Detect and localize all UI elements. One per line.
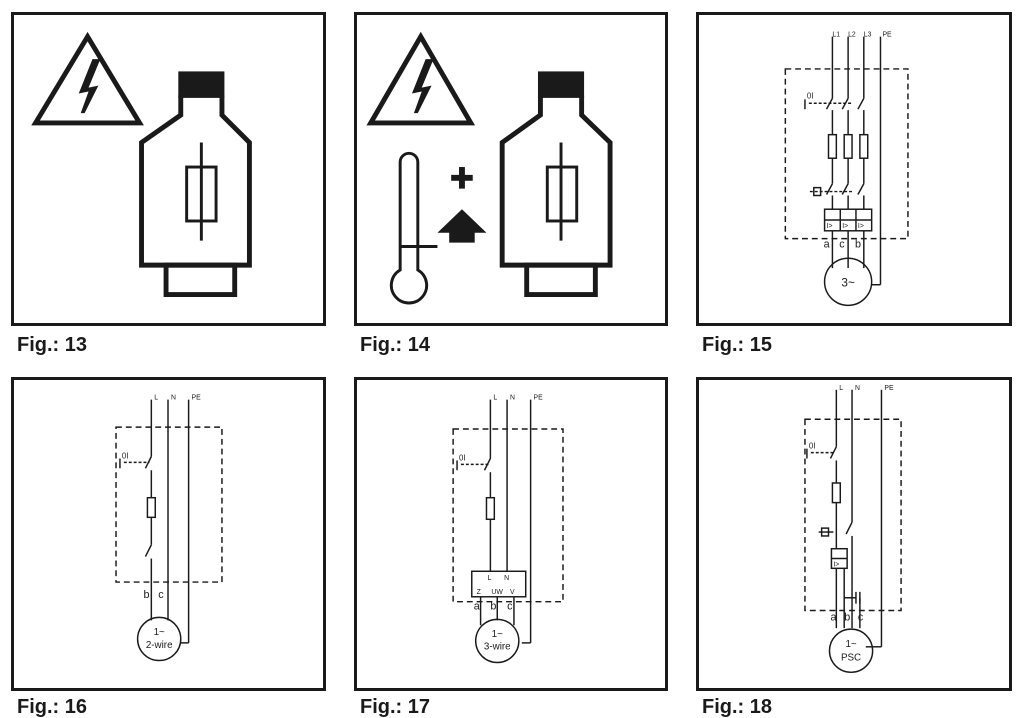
overload-label: I>: [858, 223, 864, 230]
terminal-label: b: [490, 601, 496, 613]
overload-label: I>: [842, 223, 848, 230]
line-label: L: [154, 395, 158, 402]
motor-label: 1~: [492, 629, 503, 640]
motor-label: 3-wire: [484, 642, 511, 653]
switch-label: 0I: [122, 451, 129, 460]
terminal-label: a: [824, 238, 830, 250]
figure-caption: Fig.: 14: [360, 334, 431, 356]
terminal-box-label: N: [504, 575, 509, 582]
motor-label: 1~: [154, 627, 165, 638]
terminal-box: [471, 570, 527, 598]
motor-circle: [136, 616, 182, 662]
high-voltage-warning-icon: [366, 31, 476, 126]
terminal-label: b: [844, 611, 850, 623]
motor-circle: [828, 628, 874, 674]
figure-caption: Fig.: 15: [702, 334, 773, 356]
control-box-outline: [115, 426, 223, 583]
motor-label: 2-wire: [146, 640, 173, 651]
overload-label: I>: [827, 223, 833, 230]
figure-16-panel: L N PE 0I b c 1~ 2-wire: [11, 377, 326, 691]
terminal-label: c: [858, 611, 864, 623]
plus-icon: [451, 167, 473, 189]
motor-housing-icon: [499, 71, 613, 298]
terminal-box-label: Z: [477, 589, 481, 596]
line-label: PE: [882, 32, 892, 39]
figure-caption: Fig.: 16: [17, 696, 88, 718]
figure-caption: Fig.: 17: [360, 696, 431, 718]
line-label: N: [855, 385, 860, 392]
terminal-label: c: [839, 238, 845, 250]
switch-label: 0I: [459, 453, 466, 462]
line-label: L2: [848, 32, 856, 39]
figure-17-panel: L N PE 0I L N Z UW V a b c 1~ 3-wire: [354, 377, 668, 691]
figure-15-panel: L1 L2 L3 PE 0I I> I> I> a c b 3~: [696, 12, 1012, 326]
terminal-box-label: L: [487, 575, 491, 582]
figure-18-panel: L N PE 0I I> a b c 1~ PSC: [696, 377, 1012, 691]
three-phase-wiring-diagram: L1 L2 L3 PE 0I I> I> I> a c b 3~: [784, 32, 909, 307]
temperature-warning-diagram: [366, 31, 613, 305]
line-label: N: [510, 395, 515, 402]
switch-label: 0I: [807, 91, 814, 100]
figure-13-panel: [11, 12, 326, 326]
line-label: L: [493, 395, 497, 402]
figure-caption: Fig.: 13: [17, 334, 88, 356]
motor-label: 3~: [841, 277, 855, 290]
line-label: N: [171, 395, 176, 402]
terminal-label: a: [474, 601, 480, 613]
arrow-up-icon: [437, 209, 487, 243]
switch-label: 0I: [809, 442, 816, 451]
terminal-label: c: [507, 601, 513, 613]
figure-caption: Fig.: 18: [702, 696, 773, 718]
line-label: PE: [192, 395, 202, 402]
motor-housing-icon: [139, 71, 252, 298]
terminal-label: b: [855, 238, 861, 250]
single-phase-3-wire-diagram: L N PE 0I L N Z UW V a b c 1~ 3-wire: [452, 395, 564, 664]
terminal-box-label: UW: [491, 589, 503, 596]
overload-label: I>: [833, 561, 839, 568]
line-label: L3: [864, 32, 872, 39]
warning-pump-diagram: [31, 31, 252, 298]
single-phase-2-wire-diagram: L N PE 0I b c 1~ 2-wire: [115, 395, 223, 662]
terminal-label: b: [143, 589, 149, 601]
single-phase-psc-diagram: L N PE 0I I> a b c 1~ PSC: [804, 385, 902, 674]
line-label: L1: [832, 32, 840, 39]
line-label: PE: [884, 385, 894, 392]
terminal-label: a: [830, 611, 836, 623]
terminal-label: c: [158, 589, 164, 601]
line-label: PE: [534, 395, 544, 402]
control-box-outline: [804, 418, 902, 612]
terminal-box-label: V: [510, 589, 515, 596]
motor-circle: [474, 618, 520, 664]
figure-14-panel: [354, 12, 668, 326]
motor-label: 1~: [845, 639, 856, 650]
motor-label: PSC: [841, 653, 861, 664]
line-label: L: [839, 385, 843, 392]
control-box-outline: [784, 68, 909, 240]
motor-circle: [823, 257, 873, 307]
thermometer-icon: [389, 151, 438, 305]
high-voltage-warning-icon: [31, 31, 144, 126]
